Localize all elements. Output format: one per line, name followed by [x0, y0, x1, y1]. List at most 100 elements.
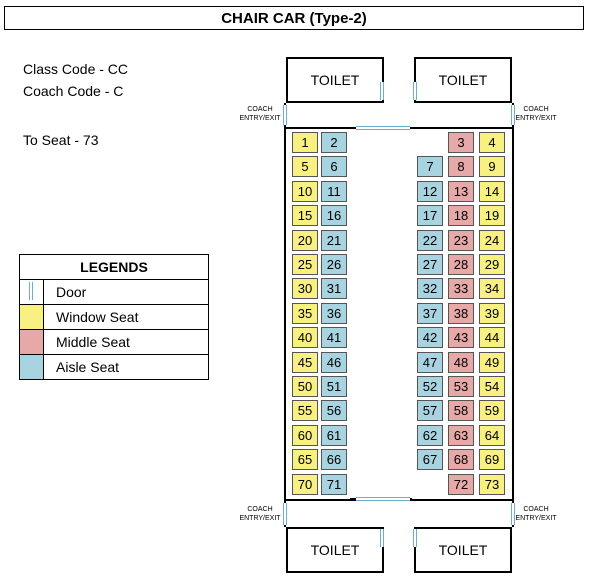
door-icon	[413, 82, 417, 100]
door-icon	[511, 105, 515, 125]
legend-label: Middle Seat	[56, 334, 130, 350]
to-seat-text: To Seat - 73	[23, 132, 99, 148]
seat-51[interactable]: 51	[321, 376, 347, 397]
seat-10[interactable]: 10	[292, 181, 318, 202]
seat-32[interactable]: 32	[417, 278, 443, 299]
seat-21[interactable]: 21	[321, 230, 347, 251]
seat-38[interactable]: 38	[448, 303, 474, 324]
door-icon	[413, 529, 417, 547]
seat-63[interactable]: 63	[448, 425, 474, 446]
seat-5[interactable]: 5	[292, 156, 318, 177]
seat-11[interactable]: 11	[321, 181, 347, 202]
seat-28[interactable]: 28	[448, 254, 474, 275]
seat-19[interactable]: 19	[479, 205, 505, 226]
seat-36[interactable]: 36	[321, 303, 347, 324]
seat-52[interactable]: 52	[417, 376, 443, 397]
door-icon	[356, 126, 410, 130]
class-code-text: Class Code - CC	[23, 61, 129, 77]
seat-16[interactable]: 16	[321, 205, 347, 226]
seat-53[interactable]: 53	[448, 376, 474, 397]
seat-49[interactable]: 49	[479, 352, 505, 373]
seat-56[interactable]: 56	[321, 400, 347, 421]
seat-64[interactable]: 64	[479, 425, 505, 446]
seat-43[interactable]: 43	[448, 327, 474, 348]
seat-30[interactable]: 30	[292, 278, 318, 299]
seat-73[interactable]: 73	[479, 474, 505, 495]
seat-57[interactable]: 57	[417, 400, 443, 421]
door-icon	[283, 503, 287, 525]
seat-47[interactable]: 47	[417, 352, 443, 373]
seat-20[interactable]: 20	[292, 230, 318, 251]
seat-29[interactable]: 29	[479, 254, 505, 275]
seat-45[interactable]: 45	[292, 352, 318, 373]
seat-3[interactable]: 3	[448, 132, 474, 153]
legend-item-window: Window Seat	[20, 305, 208, 330]
seat-27[interactable]: 27	[417, 254, 443, 275]
seat-72[interactable]: 72	[448, 474, 474, 495]
seat-61[interactable]: 61	[321, 425, 347, 446]
seat-46[interactable]: 46	[321, 352, 347, 373]
seat-31[interactable]: 31	[321, 278, 347, 299]
seat-58[interactable]: 58	[448, 400, 474, 421]
seat-40[interactable]: 40	[292, 327, 318, 348]
toilet-bottom-left: TOILET	[286, 527, 384, 573]
seat-24[interactable]: 24	[479, 230, 505, 251]
seat-39[interactable]: 39	[479, 303, 505, 324]
legend-label: Aisle Seat	[56, 359, 120, 375]
seat-41[interactable]: 41	[321, 327, 347, 348]
seat-15[interactable]: 15	[292, 205, 318, 226]
door-icon	[283, 105, 287, 125]
seat-60[interactable]: 60	[292, 425, 318, 446]
legend: LEGENDS Door Window Seat Middle Seat Ais…	[19, 254, 209, 380]
seat-59[interactable]: 59	[479, 400, 505, 421]
seat-35[interactable]: 35	[292, 303, 318, 324]
seat-6[interactable]: 6	[321, 156, 347, 177]
seat-33[interactable]: 33	[448, 278, 474, 299]
seat-17[interactable]: 17	[417, 205, 443, 226]
seat-70[interactable]: 70	[292, 474, 318, 495]
seat-7[interactable]: 7	[417, 156, 443, 177]
seat-12[interactable]: 12	[417, 181, 443, 202]
seat-26[interactable]: 26	[321, 254, 347, 275]
seat-23[interactable]: 23	[448, 230, 474, 251]
seat-54[interactable]: 54	[479, 376, 505, 397]
seat-50[interactable]: 50	[292, 376, 318, 397]
door-icon	[380, 529, 384, 547]
door-swatch-icon	[20, 280, 44, 304]
seat-14[interactable]: 14	[479, 181, 505, 202]
seat-18[interactable]: 18	[448, 205, 474, 226]
seat-37[interactable]: 37	[417, 303, 443, 324]
seat-68[interactable]: 68	[448, 449, 474, 470]
door-icon	[511, 503, 515, 525]
seat-34[interactable]: 34	[479, 278, 505, 299]
seat-2[interactable]: 2	[321, 132, 347, 153]
door-icon	[380, 82, 384, 100]
door-icon	[356, 497, 410, 501]
seat-25[interactable]: 25	[292, 254, 318, 275]
seat-55[interactable]: 55	[292, 400, 318, 421]
seat-9[interactable]: 9	[479, 156, 505, 177]
seat-13[interactable]: 13	[448, 181, 474, 202]
seat-48[interactable]: 48	[448, 352, 474, 373]
seat-69[interactable]: 69	[479, 449, 505, 470]
legend-item-door: Door	[20, 280, 208, 305]
seat-8[interactable]: 8	[448, 156, 474, 177]
seat-71[interactable]: 71	[321, 474, 347, 495]
coach-code-text: Coach Code - C	[23, 83, 124, 99]
seat-42[interactable]: 42	[417, 327, 443, 348]
toilet-bottom-right: TOILET	[414, 527, 512, 573]
seat-65[interactable]: 65	[292, 449, 318, 470]
seat-22[interactable]: 22	[417, 230, 443, 251]
seat-66[interactable]: 66	[321, 449, 347, 470]
seat-1[interactable]: 1	[292, 132, 318, 153]
seat-62[interactable]: 62	[417, 425, 443, 446]
seat-67[interactable]: 67	[417, 449, 443, 470]
seat-44[interactable]: 44	[479, 327, 505, 348]
middle-swatch-icon	[20, 330, 44, 354]
seat-4[interactable]: 4	[479, 132, 505, 153]
legend-item-aisle: Aisle Seat	[20, 355, 208, 379]
